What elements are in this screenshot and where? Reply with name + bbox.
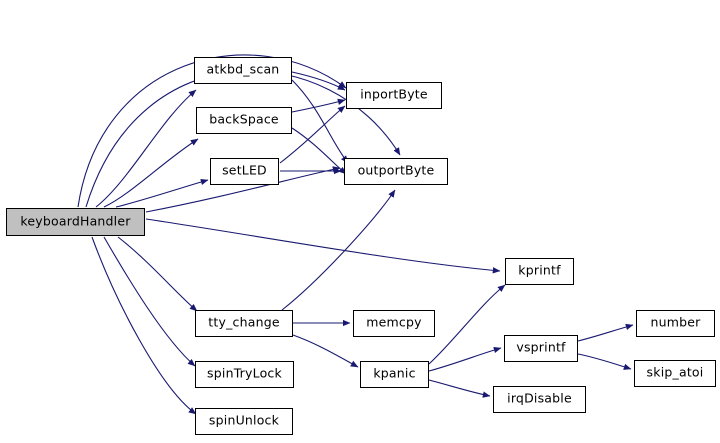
- node-label: inportByte: [360, 86, 428, 102]
- edge-keyboardHandler-to-spinUnlock: [91, 236, 197, 415]
- edge-keyboardHandler-to-setLED: [115, 178, 209, 208]
- node-number[interactable]: number: [636, 310, 715, 337]
- node-tty_change[interactable]: tty_change: [195, 310, 293, 337]
- node-kprintf[interactable]: kprintf: [505, 258, 574, 285]
- edge-keyboardHandler-to-spinTryLock: [103, 236, 196, 367]
- edge-keyboardHandler-to-inportByte: [77, 54, 347, 208]
- node-kpanic[interactable]: kpanic: [360, 361, 429, 388]
- edge-tty_change-to-kpanic: [292, 334, 359, 368]
- edge-atkbd_scan-to-outportByte: [291, 79, 349, 164]
- node-memcpy[interactable]: memcpy: [353, 310, 435, 337]
- node-label: skip_atoi: [646, 364, 704, 380]
- edge-kpanic-to-kprintf: [428, 284, 506, 365]
- node-label: tty_change: [208, 314, 280, 330]
- node-setLED[interactable]: setLED: [210, 158, 279, 185]
- node-inportByte[interactable]: inportByte: [346, 82, 442, 109]
- edge-kpanic-to-vsprintf: [428, 346, 502, 372]
- node-label: spinTryLock: [207, 365, 282, 381]
- node-label: kpanic: [373, 365, 416, 381]
- node-vsprintf[interactable]: vsprintf: [504, 335, 578, 362]
- node-label: keyboardHandler: [20, 213, 131, 229]
- edge-vsprintf-to-number: [577, 323, 634, 342]
- node-label: kprintf: [518, 262, 561, 278]
- node-label: setLED: [222, 162, 267, 178]
- node-label: backSpace: [209, 111, 279, 127]
- edge-tty_change-to-outportByte: [281, 189, 396, 311]
- node-label: atkbd_scan: [206, 61, 280, 77]
- node-label: number: [650, 314, 701, 330]
- edge-setLED-to-inportByte: [279, 105, 346, 164]
- node-skip_atoi[interactable]: skip_atoi: [634, 360, 716, 387]
- node-outportByte[interactable]: outportByte: [344, 158, 448, 185]
- node-label: outportByte: [357, 162, 435, 178]
- edge-keyboardHandler-to-atkbd_scan: [95, 89, 197, 208]
- edge-backSpace-to-inportByte: [291, 98, 346, 113]
- edge-vsprintf-to-skip_atoi: [577, 353, 632, 370]
- node-spinUnlock[interactable]: spinUnlock: [195, 408, 293, 435]
- edge-keyboardHandler-to-tty_change: [117, 236, 198, 312]
- node-backSpace[interactable]: backSpace: [196, 107, 292, 134]
- node-irqDisable[interactable]: irqDisable: [493, 386, 586, 413]
- node-keyboardHandler[interactable]: keyboardHandler: [6, 208, 145, 236]
- edge-backSpace-to-outportByte: [291, 127, 347, 175]
- node-label: irqDisable: [507, 390, 572, 406]
- node-atkbd_scan[interactable]: atkbd_scan: [194, 57, 292, 84]
- edge-keyboardHandler-to-backSpace: [103, 138, 199, 208]
- node-spinTryLock[interactable]: spinTryLock: [195, 361, 294, 388]
- edge-kpanic-to-irqDisable: [428, 379, 491, 398]
- node-label: spinUnlock: [208, 412, 280, 428]
- edge-atkbd_scan-to-inportByte: [291, 71, 346, 91]
- node-label: memcpy: [366, 314, 422, 330]
- edge-keyboardHandler-to-kprintf: [145, 218, 501, 274]
- node-label: vsprintf: [516, 339, 566, 355]
